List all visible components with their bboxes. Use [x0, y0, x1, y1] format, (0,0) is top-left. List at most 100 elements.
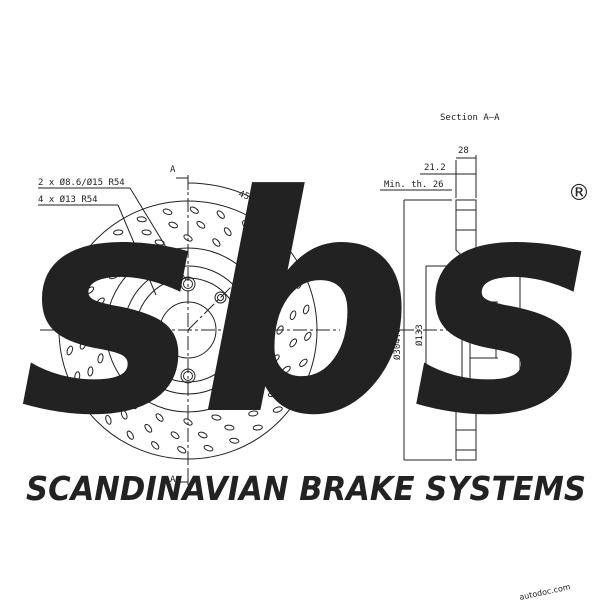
drill-hole: [126, 430, 134, 440]
registered-mark: ®: [568, 181, 590, 206]
dim-hat-diameter: Ø142.1: [526, 317, 537, 350]
drill-hole: [183, 234, 193, 242]
drill-hole: [93, 247, 104, 254]
bolt-hole: [152, 359, 159, 366]
drill-hole: [196, 220, 206, 229]
logo-text: sbs: [20, 132, 592, 481]
drill-hole: [87, 394, 94, 405]
drill-hole: [141, 229, 152, 236]
drill-holes: [64, 206, 312, 454]
dim-hat-height: 28: [498, 245, 509, 255]
drill-hole: [248, 410, 259, 417]
section-marker-top: A: [170, 165, 176, 175]
drill-hole: [87, 366, 94, 377]
drill-hole: [144, 423, 153, 433]
drill-hole: [120, 409, 128, 420]
drill-hole: [78, 312, 87, 322]
drill-hole: [289, 310, 297, 321]
sbs-logo: sbs ®: [20, 132, 592, 481]
dim-thickness: 28: [458, 146, 469, 156]
dim-min-face: 21.2: [424, 163, 446, 173]
drill-hole: [212, 238, 221, 247]
section-view: [380, 155, 540, 461]
drill-hole: [66, 345, 74, 356]
callout-small-holes: 2 x Ø8.6/Ø15 R54: [38, 177, 125, 188]
section-title: Section A–A: [440, 113, 500, 123]
drill-hole: [282, 283, 289, 294]
drill-hole: [128, 252, 139, 259]
drill-hole: [98, 262, 109, 270]
drill-hole: [110, 379, 117, 390]
drill-hole: [268, 259, 275, 270]
section-arrow-bottom: [176, 470, 189, 483]
angle-arc: [187, 182, 293, 227]
drill-hole: [224, 424, 235, 431]
brand-tagline: SCANDINAVIAN BRAKE SYSTEMS: [26, 469, 586, 508]
drill-hole: [96, 297, 105, 306]
drill-hole: [223, 227, 232, 237]
drill-hole: [177, 446, 187, 454]
drill-hole: [299, 358, 308, 367]
drill-hole: [282, 255, 289, 266]
callout-leader-large: [117, 204, 157, 296]
drill-hole: [168, 221, 179, 229]
drill-hole: [78, 268, 88, 276]
drill-hole: [272, 296, 279, 307]
drill-hole: [197, 431, 208, 439]
section-marker-bottom: A: [170, 475, 176, 485]
dim-outer-diameter: Ø304.9: [392, 327, 403, 360]
drill-hole: [189, 206, 199, 214]
drill-hole: [136, 216, 147, 223]
drill-hole: [302, 304, 310, 315]
dim-min-label: Min. th. 26: [384, 180, 444, 190]
dim-bore: Ø66: [484, 326, 495, 342]
disc-profile: [455, 199, 477, 461]
drill-hole: [264, 235, 271, 246]
bolt-hole: [149, 356, 162, 369]
drill-hole: [211, 414, 222, 421]
drill-hole: [259, 270, 266, 281]
drill-hole: [289, 338, 298, 348]
drill-hole: [113, 229, 124, 236]
drill-hole: [74, 371, 81, 382]
drill-hole: [117, 243, 128, 250]
callout-leader-small: [129, 187, 187, 281]
drill-hole: [108, 272, 119, 280]
drill-hole: [97, 353, 104, 364]
drill-hole: [216, 210, 225, 219]
drill-hole: [64, 319, 72, 329]
drill-hole: [85, 286, 95, 295]
drill-hole: [101, 390, 108, 401]
drill-hole: [92, 325, 100, 335]
drill-hole: [271, 354, 280, 363]
drill-hole: [257, 380, 268, 388]
bolt-hole: [217, 294, 224, 301]
drill-hole: [276, 325, 284, 335]
callout-large-holes: 4 x Ø13 R54: [38, 194, 98, 205]
drill-hole: [170, 431, 180, 440]
drill-hole: [252, 424, 263, 431]
drill-hole: [151, 441, 160, 450]
drill-hole: [105, 414, 112, 425]
drill-hole: [162, 208, 173, 216]
drill-hole: [238, 250, 246, 261]
angle-line: [187, 241, 277, 331]
drill-hole: [229, 437, 240, 444]
drill-hole: [237, 401, 248, 408]
drill-hole: [242, 220, 250, 230]
drill-hole: [272, 406, 283, 413]
drill-hole: [130, 399, 138, 410]
drill-hole: [267, 390, 278, 398]
watermark: autodoc.com: [519, 582, 572, 602]
drill-hole: [183, 418, 193, 426]
drill-hole: [68, 293, 77, 302]
drill-hole: [281, 365, 291, 374]
drill-hole: [203, 444, 214, 452]
drill-hole: [304, 331, 312, 341]
dim-bolt-circle: Ø133: [414, 324, 425, 346]
drill-hole: [288, 384, 298, 392]
section-arrow-top: [176, 177, 189, 190]
bolt-hole: [214, 291, 227, 304]
drill-hole: [295, 278, 302, 289]
